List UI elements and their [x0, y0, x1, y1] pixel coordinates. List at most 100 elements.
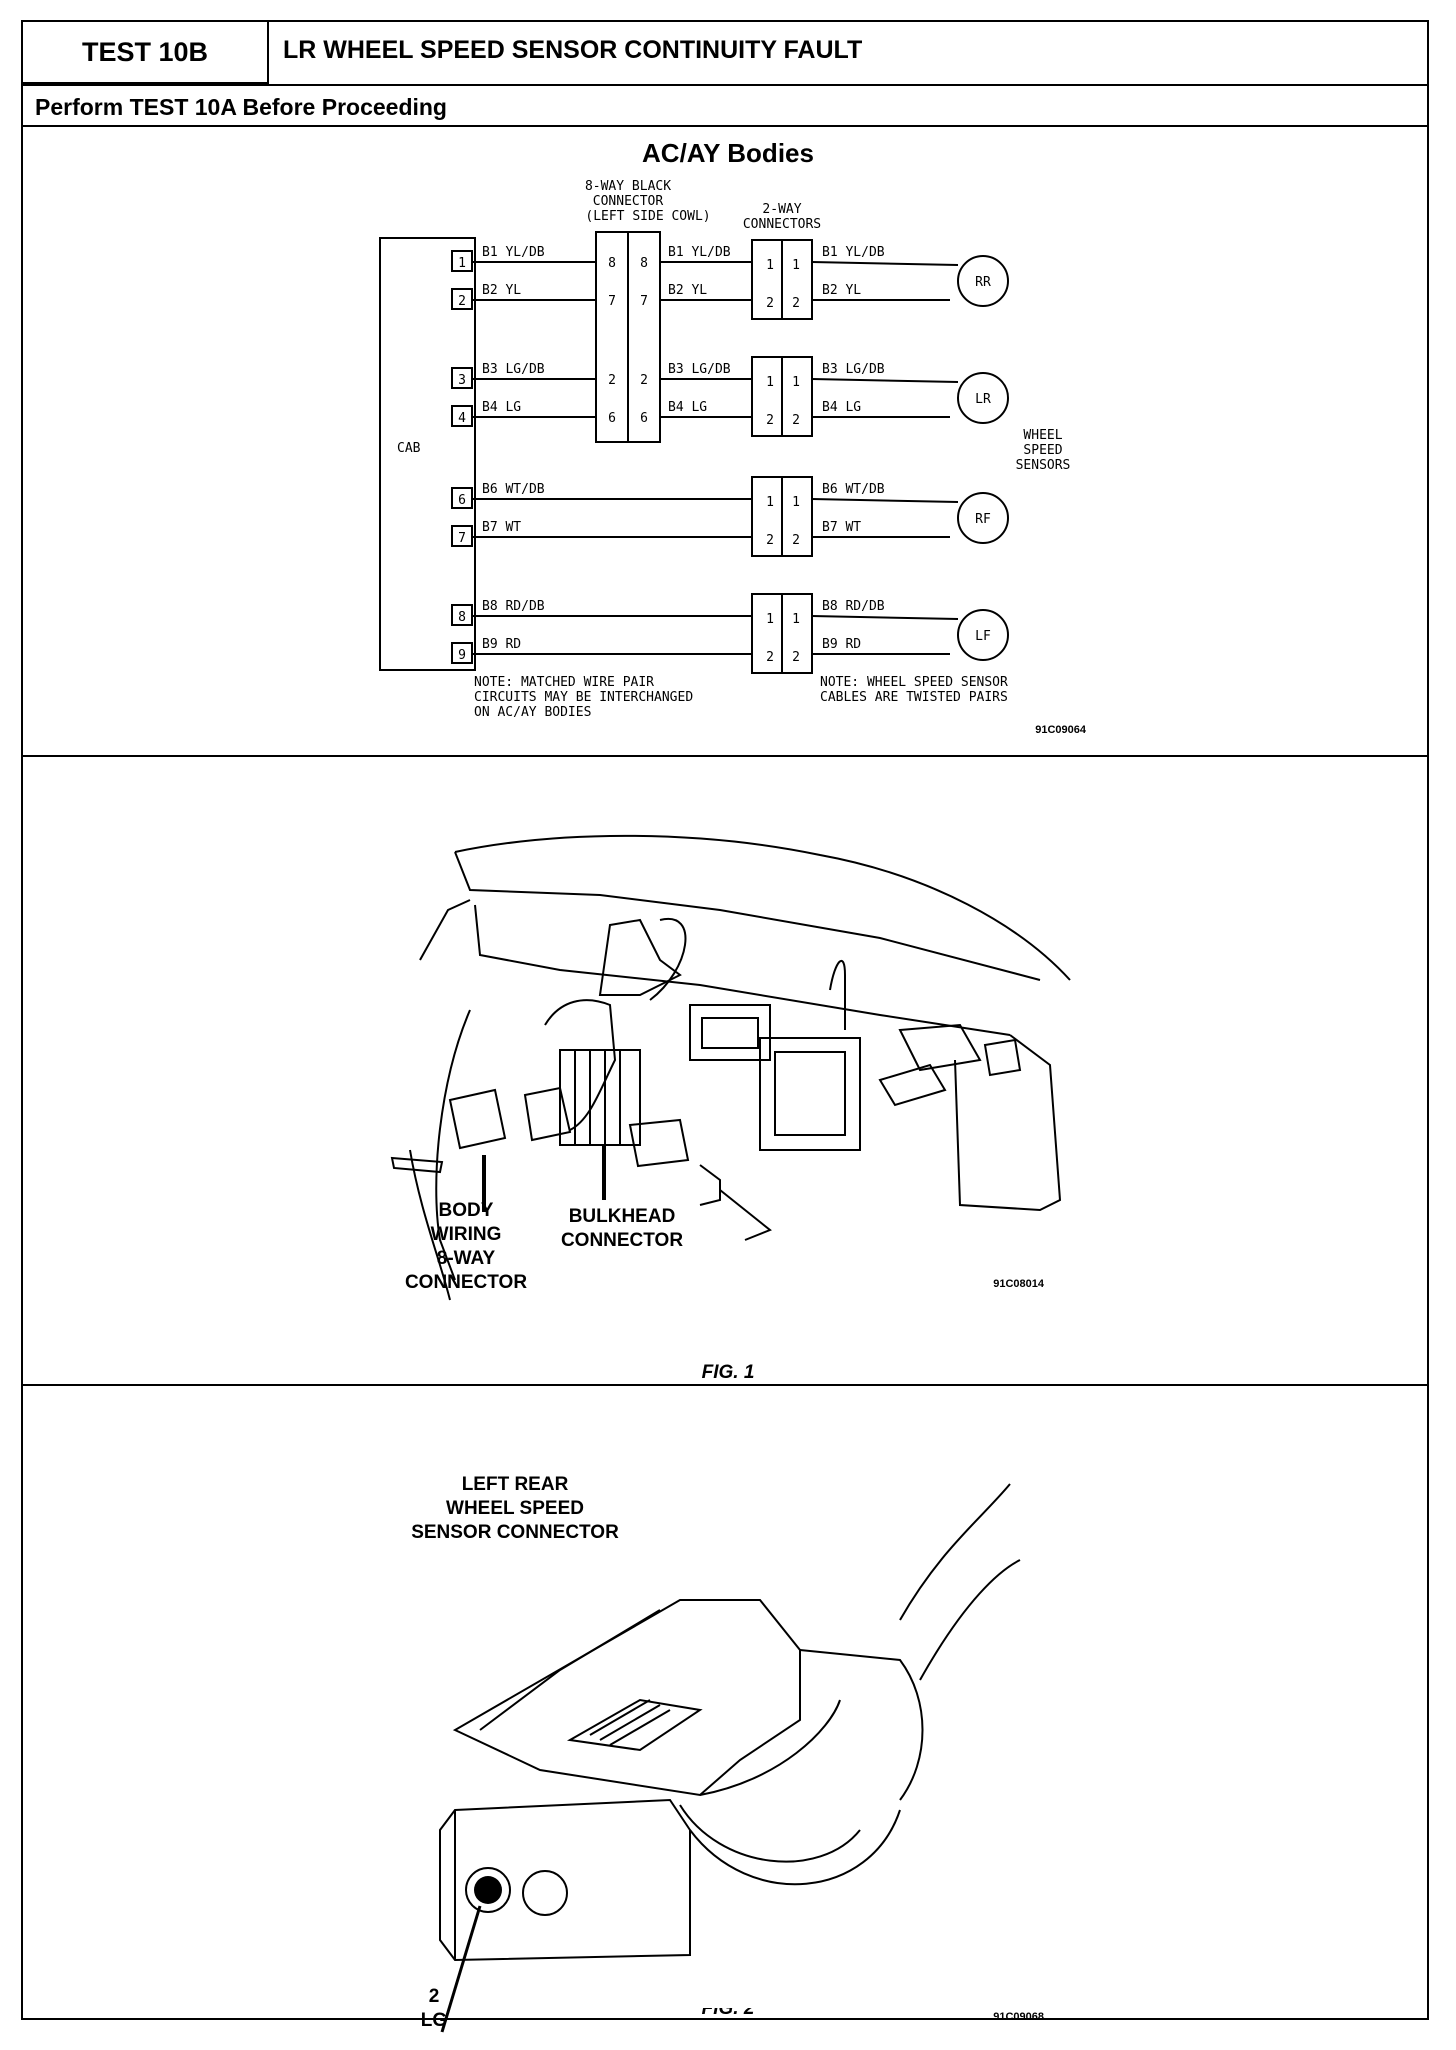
c2-cavity-b: 2	[792, 296, 800, 311]
fig2-footer: 2 LG 91C09068	[421, 1986, 1044, 2031]
prerequisite-note: Perform TEST 10A Before Proceeding	[35, 94, 447, 120]
circuit-label-sensor: B4 LG	[822, 400, 861, 415]
circuit-label-mid: B3 LG/DB	[668, 362, 731, 377]
circuit-label-sensor: B2 YL	[822, 283, 861, 298]
circuit-label-mid: B4 LG	[668, 400, 707, 415]
circuit-label-mid: B1 YL/DB	[668, 245, 731, 260]
body-wiring-label-2: WIRING	[431, 1224, 502, 1245]
c2-cavity-b: 2	[792, 413, 800, 428]
sensor-label: LF	[975, 629, 991, 644]
c2-cavity-a: 2	[766, 296, 774, 311]
circuit-label-cab: B6 WT/DB	[482, 482, 545, 497]
body-wiring-label-1: BODY	[439, 1200, 494, 1221]
note-right-1: NOTE: WHEEL SPEED SENSOR	[820, 675, 1008, 690]
divider	[23, 1384, 1427, 1386]
c8-cavity-b: 8	[640, 256, 648, 271]
c2-cavity-a: 1	[766, 495, 774, 510]
circuit-label-cab: B9 RD	[482, 637, 521, 652]
wheel-speed-sensor	[957, 492, 1009, 544]
cab-pin-number: 7	[458, 531, 466, 546]
cab-label: CAB	[397, 441, 421, 456]
pin-wire-label: LG	[421, 2010, 447, 2031]
c8-cavity-b: 6	[640, 411, 648, 426]
connector-label-2: WHEEL SPEED	[446, 1498, 584, 1519]
cab-pin-number: 8	[458, 610, 466, 625]
sensors-label-2: SPEED	[1023, 443, 1062, 458]
note-right-2: CABLES ARE TWISTED PAIRS	[820, 690, 1008, 705]
fig2-code: 91C09068	[993, 2011, 1044, 2023]
cab-pin-number: 9	[458, 648, 466, 663]
wheel-speed-sensor	[957, 372, 1009, 424]
c2-cavity-a: 1	[766, 375, 774, 390]
connector-8way-label-1: 8-WAY BLACK	[585, 179, 671, 194]
note-left-3: ON AC/AY BODIES	[474, 705, 591, 720]
fig2-illustration: LEFT REAR WHEEL SPEED SENSOR CONNECTOR	[411, 1474, 1021, 2033]
cab-pin-number: 1	[458, 256, 466, 271]
circuit-label-cab: B3 LG/DB	[482, 362, 545, 377]
wheel-speed-sensor	[957, 255, 1009, 307]
connector-2way-label-2: CONNECTORS	[743, 217, 821, 232]
c8-cavity-a: 6	[608, 411, 616, 426]
body-wiring-label-3: 8-WAY	[437, 1248, 496, 1269]
bulkhead-label-1: BULKHEAD	[569, 1206, 676, 1227]
fig2-caption-area: FIG. 2	[702, 2008, 755, 2019]
body-wiring-label-4: CONNECTOR	[405, 1272, 527, 1293]
c2-cavity-a: 1	[766, 612, 774, 627]
circuit-label-cab: B4 LG	[482, 400, 521, 415]
circuit-label-sensor: B1 YL/DB	[822, 245, 885, 260]
circuit-label-sensor: B7 WT	[822, 520, 861, 535]
sensor-label: RF	[975, 512, 991, 527]
wheel-speed-sensor	[957, 609, 1009, 661]
wire-to-sensor	[811, 615, 959, 620]
wiring-schematic: AC/AY Bodies CAB 8-WAY BLACK CONNECTOR (…	[379, 138, 1087, 736]
circuit-label-cab: B2 YL	[482, 283, 521, 298]
sensors-label-1: WHEEL	[1023, 428, 1062, 443]
cab-pin-number: 6	[458, 493, 466, 508]
c8-cavity-a: 2	[608, 373, 616, 388]
sensor-label: RR	[975, 275, 991, 290]
connector-8way-label-3: (LEFT SIDE COWL)	[585, 209, 710, 224]
divider	[23, 755, 1427, 757]
c2-cavity-b: 1	[792, 612, 800, 627]
fig1-illustration: BODY WIRING 8-WAY CONNECTOR BULKHEAD CON…	[390, 834, 1071, 1380]
c2-cavity-b: 1	[792, 495, 800, 510]
circuit-label-sensor: B9 RD	[822, 637, 861, 652]
sensors-label-3: SENSORS	[1016, 458, 1071, 473]
circuit-label-cab: B7 WT	[482, 520, 521, 535]
c2-cavity-b: 1	[792, 375, 800, 390]
c8-cavity-a: 7	[608, 294, 616, 309]
c2-cavity-b: 2	[792, 533, 800, 548]
note-left-1: NOTE: MATCHED WIRE PAIR	[474, 675, 654, 690]
cab-pin-number: 2	[458, 294, 466, 309]
divider	[23, 125, 1427, 127]
pin-2-marker	[474, 1876, 502, 1904]
bulkhead-label-2: CONNECTOR	[561, 1230, 683, 1251]
pin-number-label: 2	[429, 1986, 440, 2007]
wire-to-sensor	[811, 261, 959, 266]
connector-label-1: LEFT REAR	[462, 1474, 569, 1495]
test-sheet: TEST 10B LR WHEEL SPEED SENSOR CONTINUIT…	[21, 20, 1429, 2020]
note-left-2: CIRCUITS MAY BE INTERCHANGED	[474, 690, 693, 705]
circuit-label-cab: B8 RD/DB	[482, 599, 545, 614]
c2-cavity-a: 2	[766, 533, 774, 548]
c8-cavity-b: 7	[640, 294, 648, 309]
cab-pin-number: 3	[458, 373, 466, 388]
c8-cavity-a: 8	[608, 256, 616, 271]
connector-2way-label-1: 2-WAY	[762, 202, 801, 217]
divider	[23, 84, 1427, 86]
connector-8way-label-2: CONNECTOR	[593, 194, 664, 209]
fig1-code: 91C08014	[993, 1278, 1045, 1290]
c2-cavity-b: 2	[792, 650, 800, 665]
fig2-caption: FIG. 2	[702, 2008, 755, 2019]
sensor-connector-drawing	[439, 1483, 1021, 1962]
c2-cavity-b: 1	[792, 258, 800, 273]
c2-cavity-a: 2	[766, 650, 774, 665]
wire-to-sensor	[811, 498, 959, 503]
c2-cavity-a: 2	[766, 413, 774, 428]
c8-cavity-b: 2	[640, 373, 648, 388]
cab-pin-number: 4	[458, 411, 466, 426]
dashboard-drawing	[390, 834, 1071, 1301]
leader-pin2	[440, 1905, 482, 2033]
circuit-label-sensor: B6 WT/DB	[822, 482, 885, 497]
fig1-caption: FIG. 1	[702, 1362, 755, 1380]
